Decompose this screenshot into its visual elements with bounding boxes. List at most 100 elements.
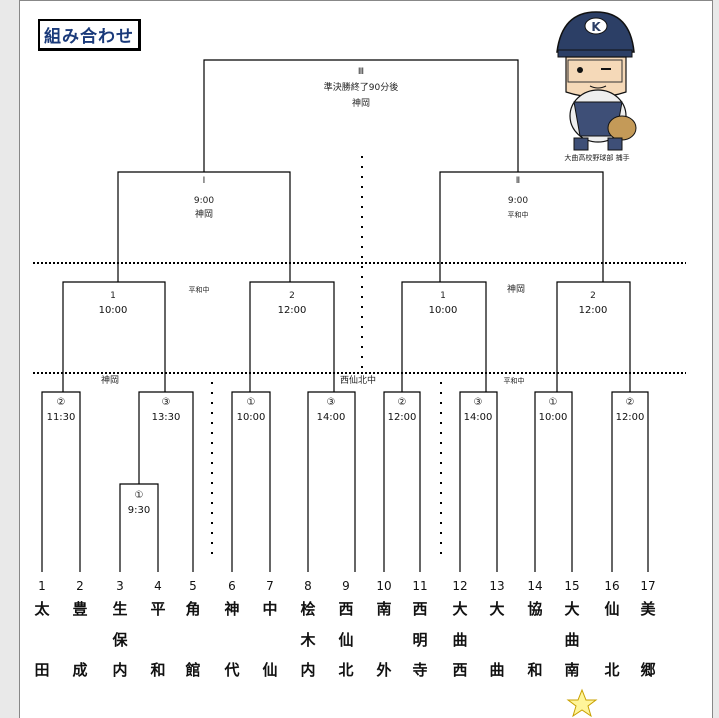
team-name-char: 外 <box>375 661 391 679</box>
team-name-char: 美 <box>640 600 656 618</box>
r1-h-time: 12:00 <box>616 412 645 423</box>
r0-label: ① <box>135 490 144 501</box>
r1-b-time: 13:30 <box>152 412 181 423</box>
team-name-char: 木 <box>299 631 316 649</box>
semi-1-label: Ⅰ <box>203 176 206 186</box>
final-time: 準決勝終了90分後 <box>324 81 398 93</box>
r1-g-line <box>534 391 573 572</box>
r1-e-line <box>383 391 421 572</box>
r1-e-time: 12:00 <box>388 412 417 423</box>
r1-a-label: ② <box>57 397 66 408</box>
team-name-char: 角 <box>185 600 200 618</box>
team-number: 14 <box>527 579 542 593</box>
team-name-char: 保 <box>111 631 128 649</box>
team-name-char: 中 <box>262 600 277 618</box>
r1-g-label: ① <box>549 397 558 408</box>
team-number: 4 <box>154 579 162 593</box>
r2-c-line <box>401 281 487 392</box>
mascot-illustration: K 大曲高校野球部 捕手 <box>556 11 637 162</box>
r1-match-labels: ② 11:30 ③ 13:30 ① 10:00 ③ 14:00 ② 12:00 … <box>43 394 647 424</box>
mascot-cap-letter: K <box>591 20 601 34</box>
team-name-char: 西 <box>338 600 353 618</box>
team-name-char: 北 <box>338 661 353 679</box>
mascot-caption: 大曲高校野球部 捕手 <box>564 153 629 162</box>
r1-f-time: 14:00 <box>464 412 493 423</box>
team-number: 7 <box>266 579 274 593</box>
team-number: 13 <box>489 579 504 593</box>
r2-a-label: 1 <box>110 291 116 301</box>
team-number: 3 <box>116 579 124 593</box>
semi-1-bracket-line <box>117 171 291 282</box>
semi-2-time: 9:00 <box>508 196 528 206</box>
r1-f-label: ③ <box>474 397 483 408</box>
team-name-char: 郷 <box>640 661 655 679</box>
final-bracket-line <box>203 59 519 172</box>
team-name-char: 大 <box>452 600 467 618</box>
team-name-char: 生 <box>112 600 127 618</box>
team-number: 2 <box>76 579 84 593</box>
team-name-char: 平 <box>150 600 165 618</box>
star-icon <box>566 688 598 717</box>
r1-e-label: ② <box>398 397 407 408</box>
r0-bracket-line <box>119 483 159 572</box>
r1-h-label: ② <box>626 397 635 408</box>
r2-b-line <box>249 281 335 392</box>
team-name-char: 大 <box>489 600 504 618</box>
r1-f-line <box>459 391 498 572</box>
r1-venue-left: 神岡 <box>101 374 119 386</box>
r1-c-time: 10:00 <box>237 412 266 423</box>
team-name-char: 太 <box>34 600 50 618</box>
r1-c-line <box>231 391 271 572</box>
team-name-char: 和 <box>150 661 165 679</box>
team-name-char: 内 <box>112 661 127 679</box>
r1-a-time: 11:30 <box>47 412 76 423</box>
team-name-char: 和 <box>527 661 542 679</box>
final-label: Ⅲ <box>358 67 364 77</box>
team-number: 12 <box>452 579 467 593</box>
team-name-char: 北 <box>604 661 619 679</box>
team-number: 10 <box>376 579 391 593</box>
team-name-char: 内 <box>300 661 315 679</box>
r2-b-time: 12:00 <box>278 305 307 316</box>
team-name-char: 明 <box>412 631 427 649</box>
r2-d-time: 12:00 <box>579 305 608 316</box>
r2-d-line <box>556 281 631 392</box>
r2-venue-left: 平和中 <box>189 285 210 294</box>
team-number: 11 <box>412 579 427 593</box>
team-name-char: 曲 <box>564 631 579 649</box>
team-name-char: 仙 <box>604 600 619 618</box>
final-venue: 神岡 <box>352 97 370 109</box>
team-number: 15 <box>564 579 579 593</box>
team-number: 17 <box>640 579 655 593</box>
semi-1-time: 9:00 <box>194 196 214 206</box>
page-title: 組み合わせ <box>38 19 141 51</box>
r2-c-label: 1 <box>440 291 446 301</box>
team-name-char: 曲 <box>489 661 504 679</box>
team-number: 6 <box>228 579 236 593</box>
r1-d-time: 14:00 <box>317 412 346 423</box>
semi-2-label: Ⅱ <box>516 176 520 186</box>
team-name-char: 代 <box>223 661 239 679</box>
r1-d-line <box>307 391 356 572</box>
r2-a-time: 10:00 <box>99 305 128 316</box>
team-name-char: 協 <box>527 600 542 618</box>
team-number: 9 <box>342 579 350 593</box>
team-name-char: 館 <box>184 661 200 679</box>
r2-venue-right: 神岡 <box>507 283 525 295</box>
team-name-char: 西 <box>452 661 467 679</box>
r1-b-label: ③ <box>162 397 171 408</box>
team-number: 1 <box>38 579 46 593</box>
team-name-char: 桧 <box>300 600 315 618</box>
team-name-char: 仙 <box>338 631 353 649</box>
semi-2-bracket-line <box>439 171 604 282</box>
r1-a-line <box>41 391 81 572</box>
r1-h-line <box>611 391 649 572</box>
team-number: 8 <box>304 579 312 593</box>
team-name-char: 南 <box>376 600 391 618</box>
team-name-char: 寺 <box>412 661 427 679</box>
r0-time: 9:30 <box>128 505 150 516</box>
semi-2-venue: 平和中 <box>508 210 529 219</box>
r2-c-time: 10:00 <box>429 305 458 316</box>
team-name-char: 田 <box>34 661 49 679</box>
